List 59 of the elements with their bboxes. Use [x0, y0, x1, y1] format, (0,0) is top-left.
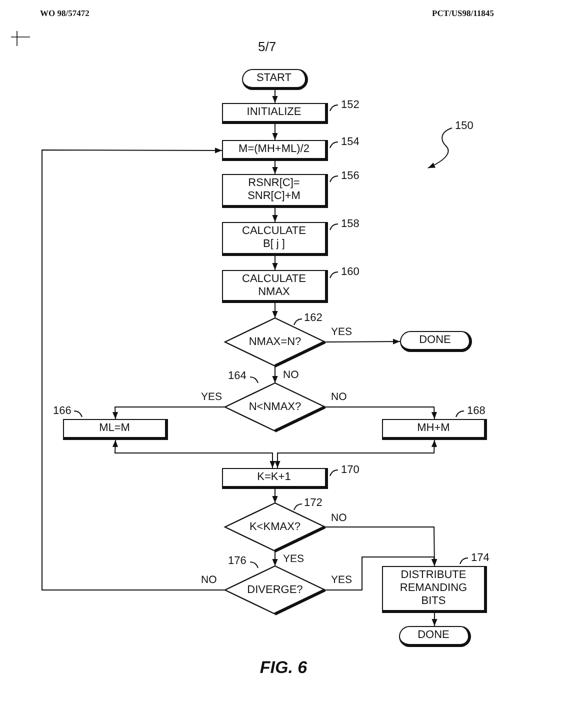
flow-arrow — [272, 302, 278, 318]
edge-label: YES — [330, 326, 354, 338]
edge-label: NO — [330, 391, 348, 403]
edge-label: NO — [200, 574, 218, 586]
reference-number: 166 — [53, 405, 72, 418]
step-text: CALCULATE B[ j ] — [241, 225, 307, 251]
reference-number: 168 — [467, 405, 486, 418]
reference-number: 150 — [455, 120, 474, 132]
reference-number: 156 — [341, 170, 360, 183]
reference-number: 164 — [228, 370, 246, 383]
flow-arrow — [432, 612, 438, 626]
flow-arrow — [272, 160, 278, 174]
flow-arrow — [324, 338, 400, 344]
flow-arrow — [272, 90, 278, 104]
flow-arrow — [112, 440, 276, 468]
step-text: K=K+1 — [256, 471, 292, 484]
header-text: WO 98/57472 — [40, 8, 90, 18]
reference-number: 162 — [304, 312, 322, 325]
step-text: NMAX=N? — [248, 336, 302, 348]
edge-label: NO — [282, 369, 300, 381]
reference-number: 152 — [341, 99, 360, 112]
edge-label: YES — [200, 391, 224, 403]
step-text: ML=M — [98, 422, 131, 435]
reference-number: 174 — [471, 552, 490, 565]
flow-arrow — [324, 556, 437, 590]
edge-label: YES — [282, 553, 306, 565]
step-text: DISTRIBUTE REMANDING BITS — [398, 569, 468, 608]
reference-number: 160 — [341, 266, 360, 279]
flow-arrow — [42, 148, 226, 590]
figure-caption: FIG. 6 — [258, 658, 308, 678]
flow-arrow — [272, 366, 278, 384]
flow-arrow — [272, 208, 278, 222]
flow-arrow — [112, 406, 226, 420]
step-text: N<NMAX? — [248, 400, 302, 414]
reference-number: 170 — [341, 464, 360, 477]
step-text: RSNR[C]= SNR[C]+M — [246, 177, 302, 203]
step-text: START — [255, 72, 293, 85]
step-text: INITIALIZE — [246, 106, 302, 119]
flow-arrow — [272, 124, 278, 140]
step-text: MH+M — [416, 422, 451, 435]
flow-arrow — [324, 406, 437, 420]
edge-label: YES — [330, 574, 354, 586]
reference-number: 154 — [341, 136, 360, 149]
step-text: M=(MH+ML)/2 — [238, 143, 310, 156]
flow-arrow — [272, 488, 278, 504]
reference-number: 172 — [304, 497, 322, 510]
flow-arrow — [272, 256, 278, 270]
page-number: 5/7 — [258, 39, 276, 54]
flow-arrow — [272, 550, 278, 566]
step-text: CALCULATE NMAX — [241, 272, 307, 298]
edge-label: NO — [330, 512, 348, 524]
step-text: DONE — [418, 334, 452, 347]
step-text: DIVERGE? — [246, 584, 304, 596]
header-text: PCT/US98/11845 — [432, 8, 494, 18]
reference-number: 158 — [341, 218, 360, 231]
flow-arrow — [274, 440, 438, 468]
step-text: K<KMAX? — [248, 520, 302, 534]
reference-number: 176 — [228, 555, 246, 568]
step-text: DONE — [416, 629, 450, 642]
